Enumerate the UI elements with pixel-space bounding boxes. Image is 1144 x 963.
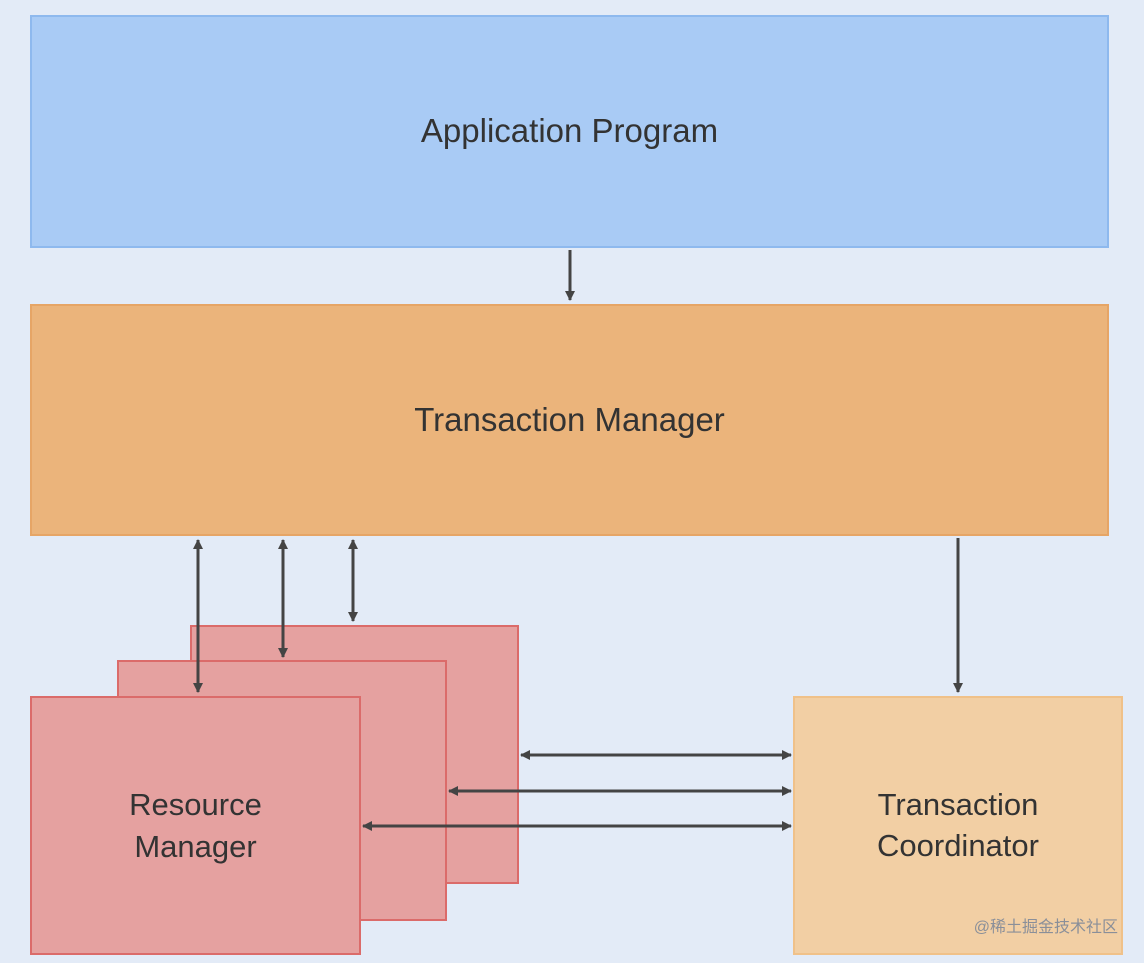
resource-manager-label: Resource Manager [129,786,262,864]
transaction-coordinator-label: Transaction Coordinator [877,787,1039,863]
application-program-node: Application Program [30,15,1109,248]
transaction-manager-node: Transaction Manager [30,304,1109,536]
resource-manager-node-front: Resource Manager [30,696,361,955]
transaction-manager-label: Transaction Manager [414,400,725,438]
transaction-coordinator-node: Transaction Coordinator [793,696,1123,955]
application-program-label: Application Program [420,112,719,150]
watermark-text: @稀土掘金技术社区 [973,919,1118,936]
